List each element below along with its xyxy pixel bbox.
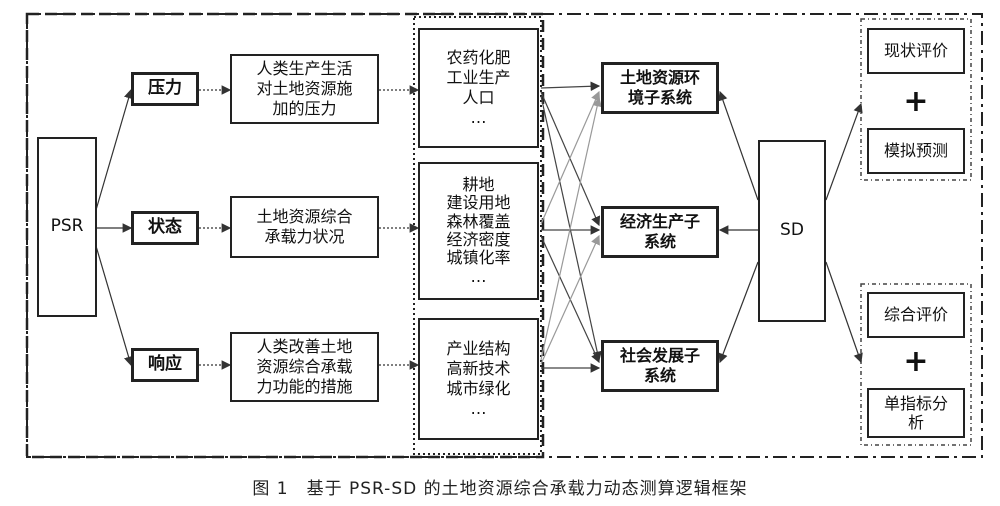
- social-subsystem-box: 社会发展子 系统: [601, 340, 719, 392]
- arrow-sd-social: [718, 261, 759, 364]
- pressure-indicators-box: 农药化肥 工业生产 人口 …: [418, 28, 539, 148]
- sd-box: SD: [758, 140, 826, 322]
- status-eval-box: 现状评价: [867, 28, 965, 74]
- state-box: 状态: [131, 211, 199, 245]
- sd-label: SD: [780, 220, 804, 241]
- plus-top: +: [903, 84, 929, 119]
- figure-caption: 图 1 基于 PSR-SD 的土地资源综合承载力动态测算逻辑框架: [252, 479, 748, 499]
- state-desc-box: 土地资源综合 承载力状况: [230, 196, 379, 258]
- link-r-econ: [540, 234, 600, 365]
- economic-subsystem-text: 经济生产子 系统: [619, 212, 700, 251]
- comprehensive-eval-text: 综合评价: [883, 305, 948, 324]
- state-indicators-box: 耕地 建设用地 森林覆盖 经济密度 城镇化率 …: [418, 162, 539, 300]
- pressure-desc-box: 人类生产生活 对土地资源施 加的压力: [230, 54, 379, 124]
- single-indicator-text: 单指标分 析: [883, 393, 948, 432]
- land-env-subsystem-text: 土地资源环 境子系统: [619, 68, 700, 107]
- state-label: 状态: [148, 217, 182, 238]
- result-group-top: [860, 18, 972, 181]
- sim-forecast-box: 模拟预测: [867, 128, 965, 174]
- pressure-desc-text: 人类生产生活 对土地资源施 加的压力: [256, 59, 353, 118]
- pressure-label: 压力: [148, 78, 182, 99]
- link-s-land: [540, 90, 601, 225]
- state-desc-text: 土地资源综合 承载力状况: [256, 207, 353, 246]
- link-r-land: [540, 96, 602, 361]
- arrow-sd-land: [718, 90, 759, 201]
- result-group-bottom: [860, 283, 972, 446]
- indicator-region: [413, 16, 542, 455]
- plus-bottom: +: [903, 344, 929, 379]
- response-desc-box: 人类改善土地 资源综合承载 力功能的措施: [230, 332, 379, 402]
- arrow-psr-pressure: [95, 88, 134, 211]
- response-label: 响应: [148, 354, 182, 375]
- sim-forecast-text: 模拟预测: [883, 141, 948, 160]
- arrow-sd-bottom: [825, 261, 863, 364]
- arrow-sd-top: [825, 102, 863, 201]
- psr-region: [25, 12, 545, 459]
- response-indicators-box: 产业结构 高新技术 城市绿化 …: [418, 318, 539, 440]
- response-box: 响应: [131, 348, 199, 382]
- arrow-psr-response: [95, 245, 134, 367]
- link-p-land: [540, 81, 601, 92]
- single-indicator-box: 单指标分 析: [867, 388, 965, 438]
- pressure-box: 压力: [131, 72, 199, 106]
- state-indicators-text: 耕地 建设用地 森林覆盖 经济密度 城镇化率 …: [446, 174, 511, 286]
- land-env-subsystem-box: 土地资源环 境子系统: [601, 62, 719, 114]
- status-eval-text: 现状评价: [883, 41, 948, 60]
- economic-subsystem-box: 经济生产子 系统: [601, 206, 719, 258]
- social-subsystem-text: 社会发展子 系统: [619, 346, 700, 385]
- pressure-indicators-text: 农药化肥 工业生产 人口 …: [446, 48, 511, 127]
- response-indicators-text: 产业结构 高新技术 城市绿化 …: [446, 339, 511, 418]
- response-desc-text: 人类改善土地 资源综合承载 力功能的措施: [256, 337, 353, 396]
- psr-box: PSR: [37, 137, 97, 317]
- comprehensive-eval-box: 综合评价: [867, 292, 965, 338]
- psr-label: PSR: [50, 216, 84, 237]
